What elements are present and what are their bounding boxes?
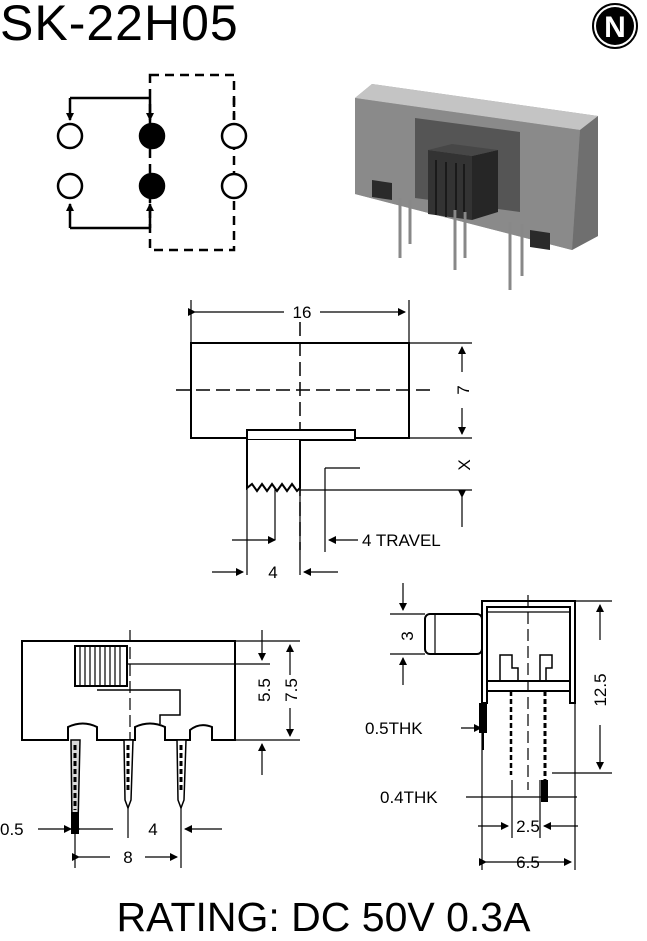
dim-height-label: 7 — [454, 385, 473, 394]
dim-12-5-label: 12.5 — [591, 673, 610, 706]
circuit-schematic — [56, 73, 248, 252]
side-view-pins — [479, 691, 548, 802]
dim-0-5-label: 0.5 — [0, 820, 24, 839]
side-view-drawing — [390, 583, 612, 870]
top-view-drawing — [176, 300, 472, 576]
logo-letter: N — [604, 11, 626, 44]
dim-5-5-label: 5.5 — [255, 678, 274, 702]
dim-travel-label: 4 TRAVEL — [362, 531, 441, 550]
dim-x-label: X — [455, 459, 474, 470]
dim-6-5-label: 6.5 — [516, 853, 540, 872]
dim-knob-label: 4 — [268, 563, 277, 582]
thk-0-4-label: 0.4THK — [380, 788, 438, 807]
dim-2-5-label: 2.5 — [516, 817, 540, 836]
dim-width-label: 16 — [293, 303, 312, 322]
thk-0-5-label: 0.5THK — [365, 719, 423, 738]
front-view-drawing — [21, 630, 300, 868]
dim-7-5-label: 7.5 — [282, 678, 301, 702]
front-view-pins — [70, 739, 187, 834]
part-number-title: SK-22H05 — [0, 0, 239, 51]
brand-logo: N — [592, 3, 638, 49]
rating-text: RATING: DC 50V 0.3A — [116, 894, 531, 940]
dim-pitch-label: 4 — [148, 820, 157, 839]
dim-3-label: 3 — [398, 631, 417, 640]
switch-photo — [355, 84, 598, 290]
dim-span-label: 8 — [123, 848, 132, 867]
